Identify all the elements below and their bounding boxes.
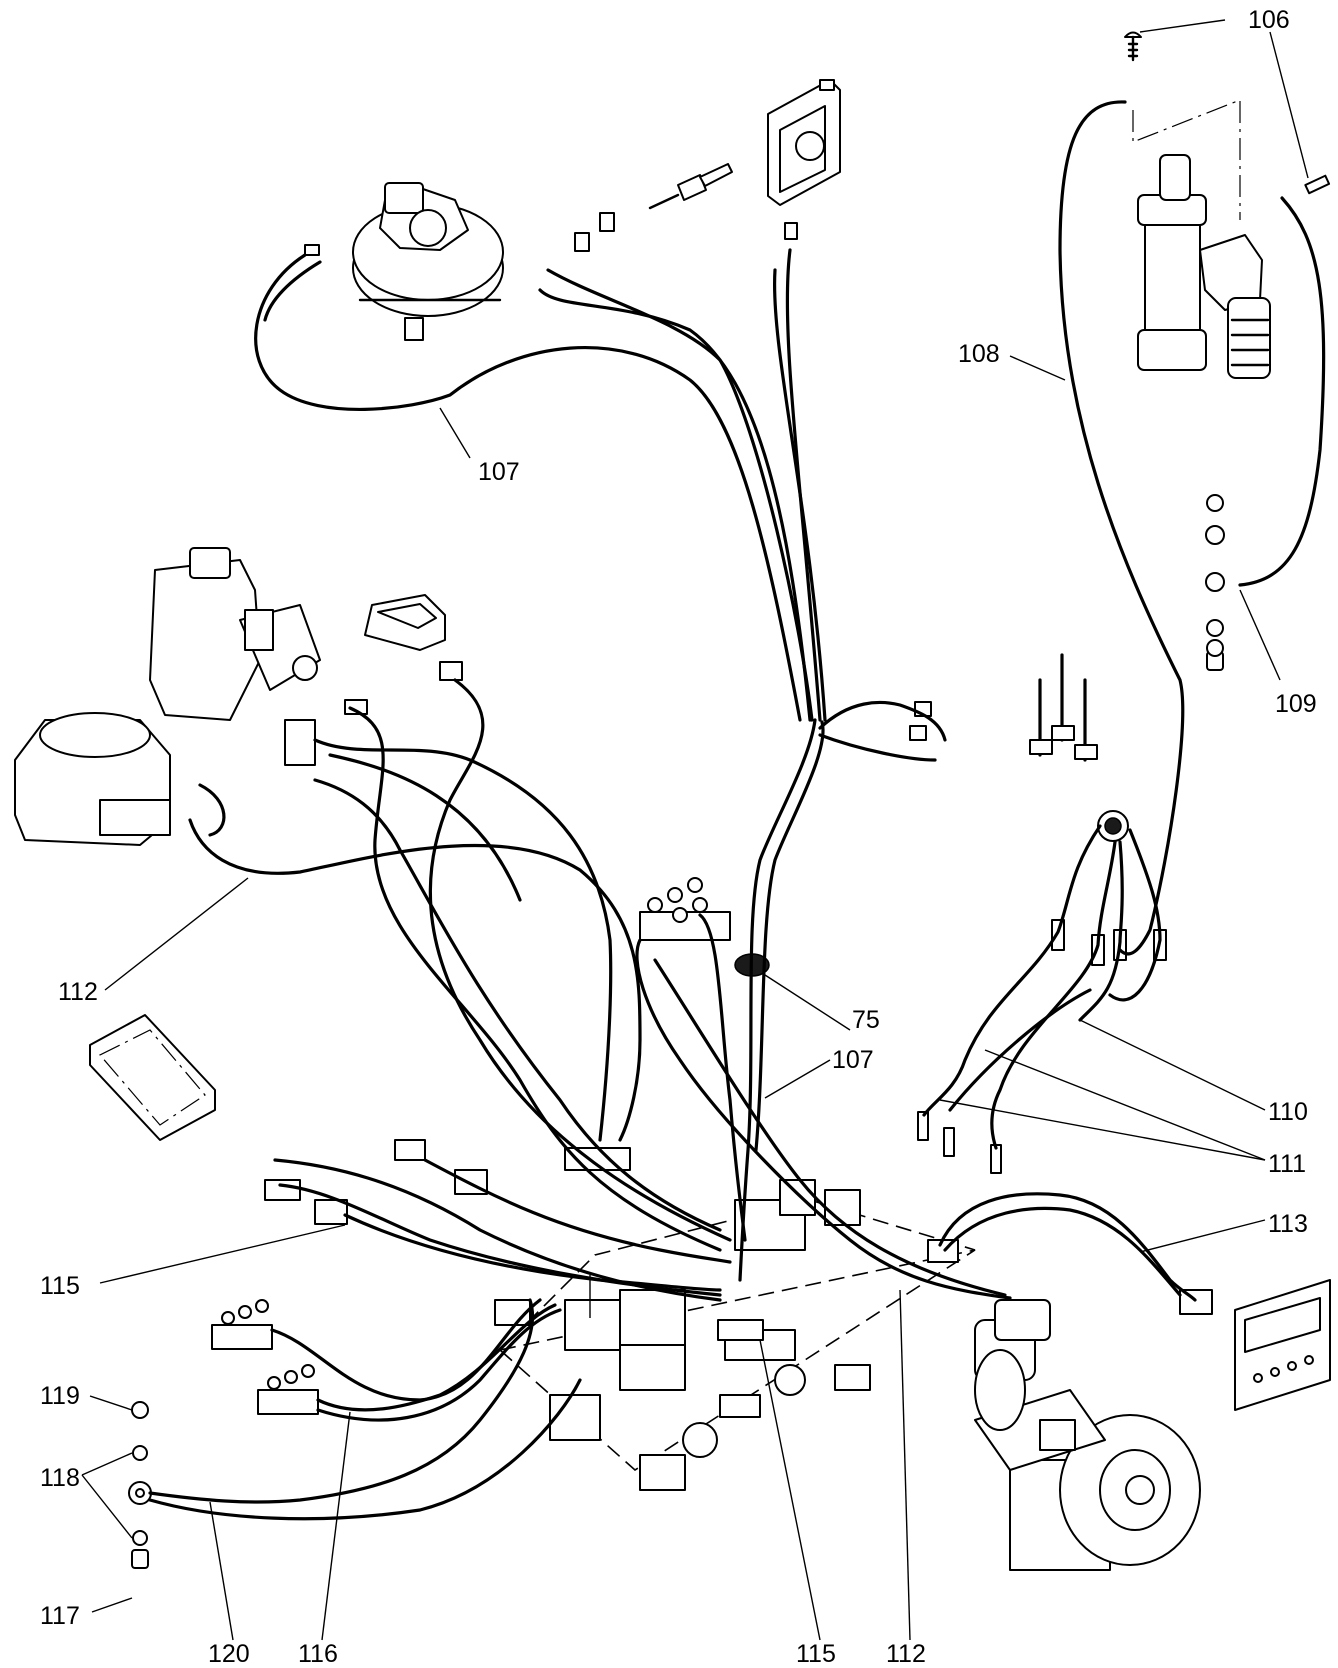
callout-116: 116: [298, 1640, 338, 1668]
wiring: [148, 100, 1326, 1521]
callout-120: 120: [208, 1640, 250, 1668]
callout-106: 106: [1248, 6, 1290, 34]
callout-110: 110: [1268, 1098, 1308, 1126]
washer-set-109: [1205, 494, 1225, 671]
hydraulic-valve: [1132, 99, 1271, 379]
gas-valve: [149, 547, 321, 721]
leader-lines: [81, 19, 1309, 1641]
callout-111: 111: [1268, 1150, 1307, 1178]
screw-106: [1124, 31, 1331, 195]
callout-75: 75: [852, 1006, 880, 1034]
pressure-switch: [767, 79, 841, 206]
callout-117: 117: [40, 1602, 80, 1630]
callout-107-mid: 107: [832, 1046, 874, 1074]
ignition-electrodes: [1029, 653, 1129, 842]
display-module: [1234, 1279, 1331, 1411]
terminal-block-left-1: [211, 1299, 273, 1350]
callout-115-left: 115: [40, 1272, 80, 1300]
callout-112-left: 112: [58, 978, 98, 1006]
callout-119: 119: [40, 1382, 80, 1410]
connector-blocks: [264, 212, 1213, 1341]
spark-generator: [14, 712, 171, 846]
callout-107-top: 107: [478, 458, 520, 486]
relay-box: [89, 1014, 216, 1141]
earth-fixings: [128, 1401, 152, 1569]
callout-118: 118: [40, 1464, 80, 1492]
terminal-block-top: [639, 877, 731, 941]
callout-108: 108: [958, 340, 1000, 368]
fan-assembly: [352, 182, 504, 341]
sight-glass: [364, 594, 446, 651]
sensor-probe: [648, 163, 733, 210]
callout-113: 113: [1268, 1210, 1308, 1238]
control-pcb: [497, 1179, 976, 1491]
callout-109: 109: [1275, 690, 1317, 718]
callout-112-bottom: 112: [886, 1640, 926, 1668]
callout-115-bottom: 115: [796, 1640, 836, 1668]
circulating-pump: [974, 1299, 1201, 1571]
terminal-block-left-2: [257, 1364, 319, 1415]
